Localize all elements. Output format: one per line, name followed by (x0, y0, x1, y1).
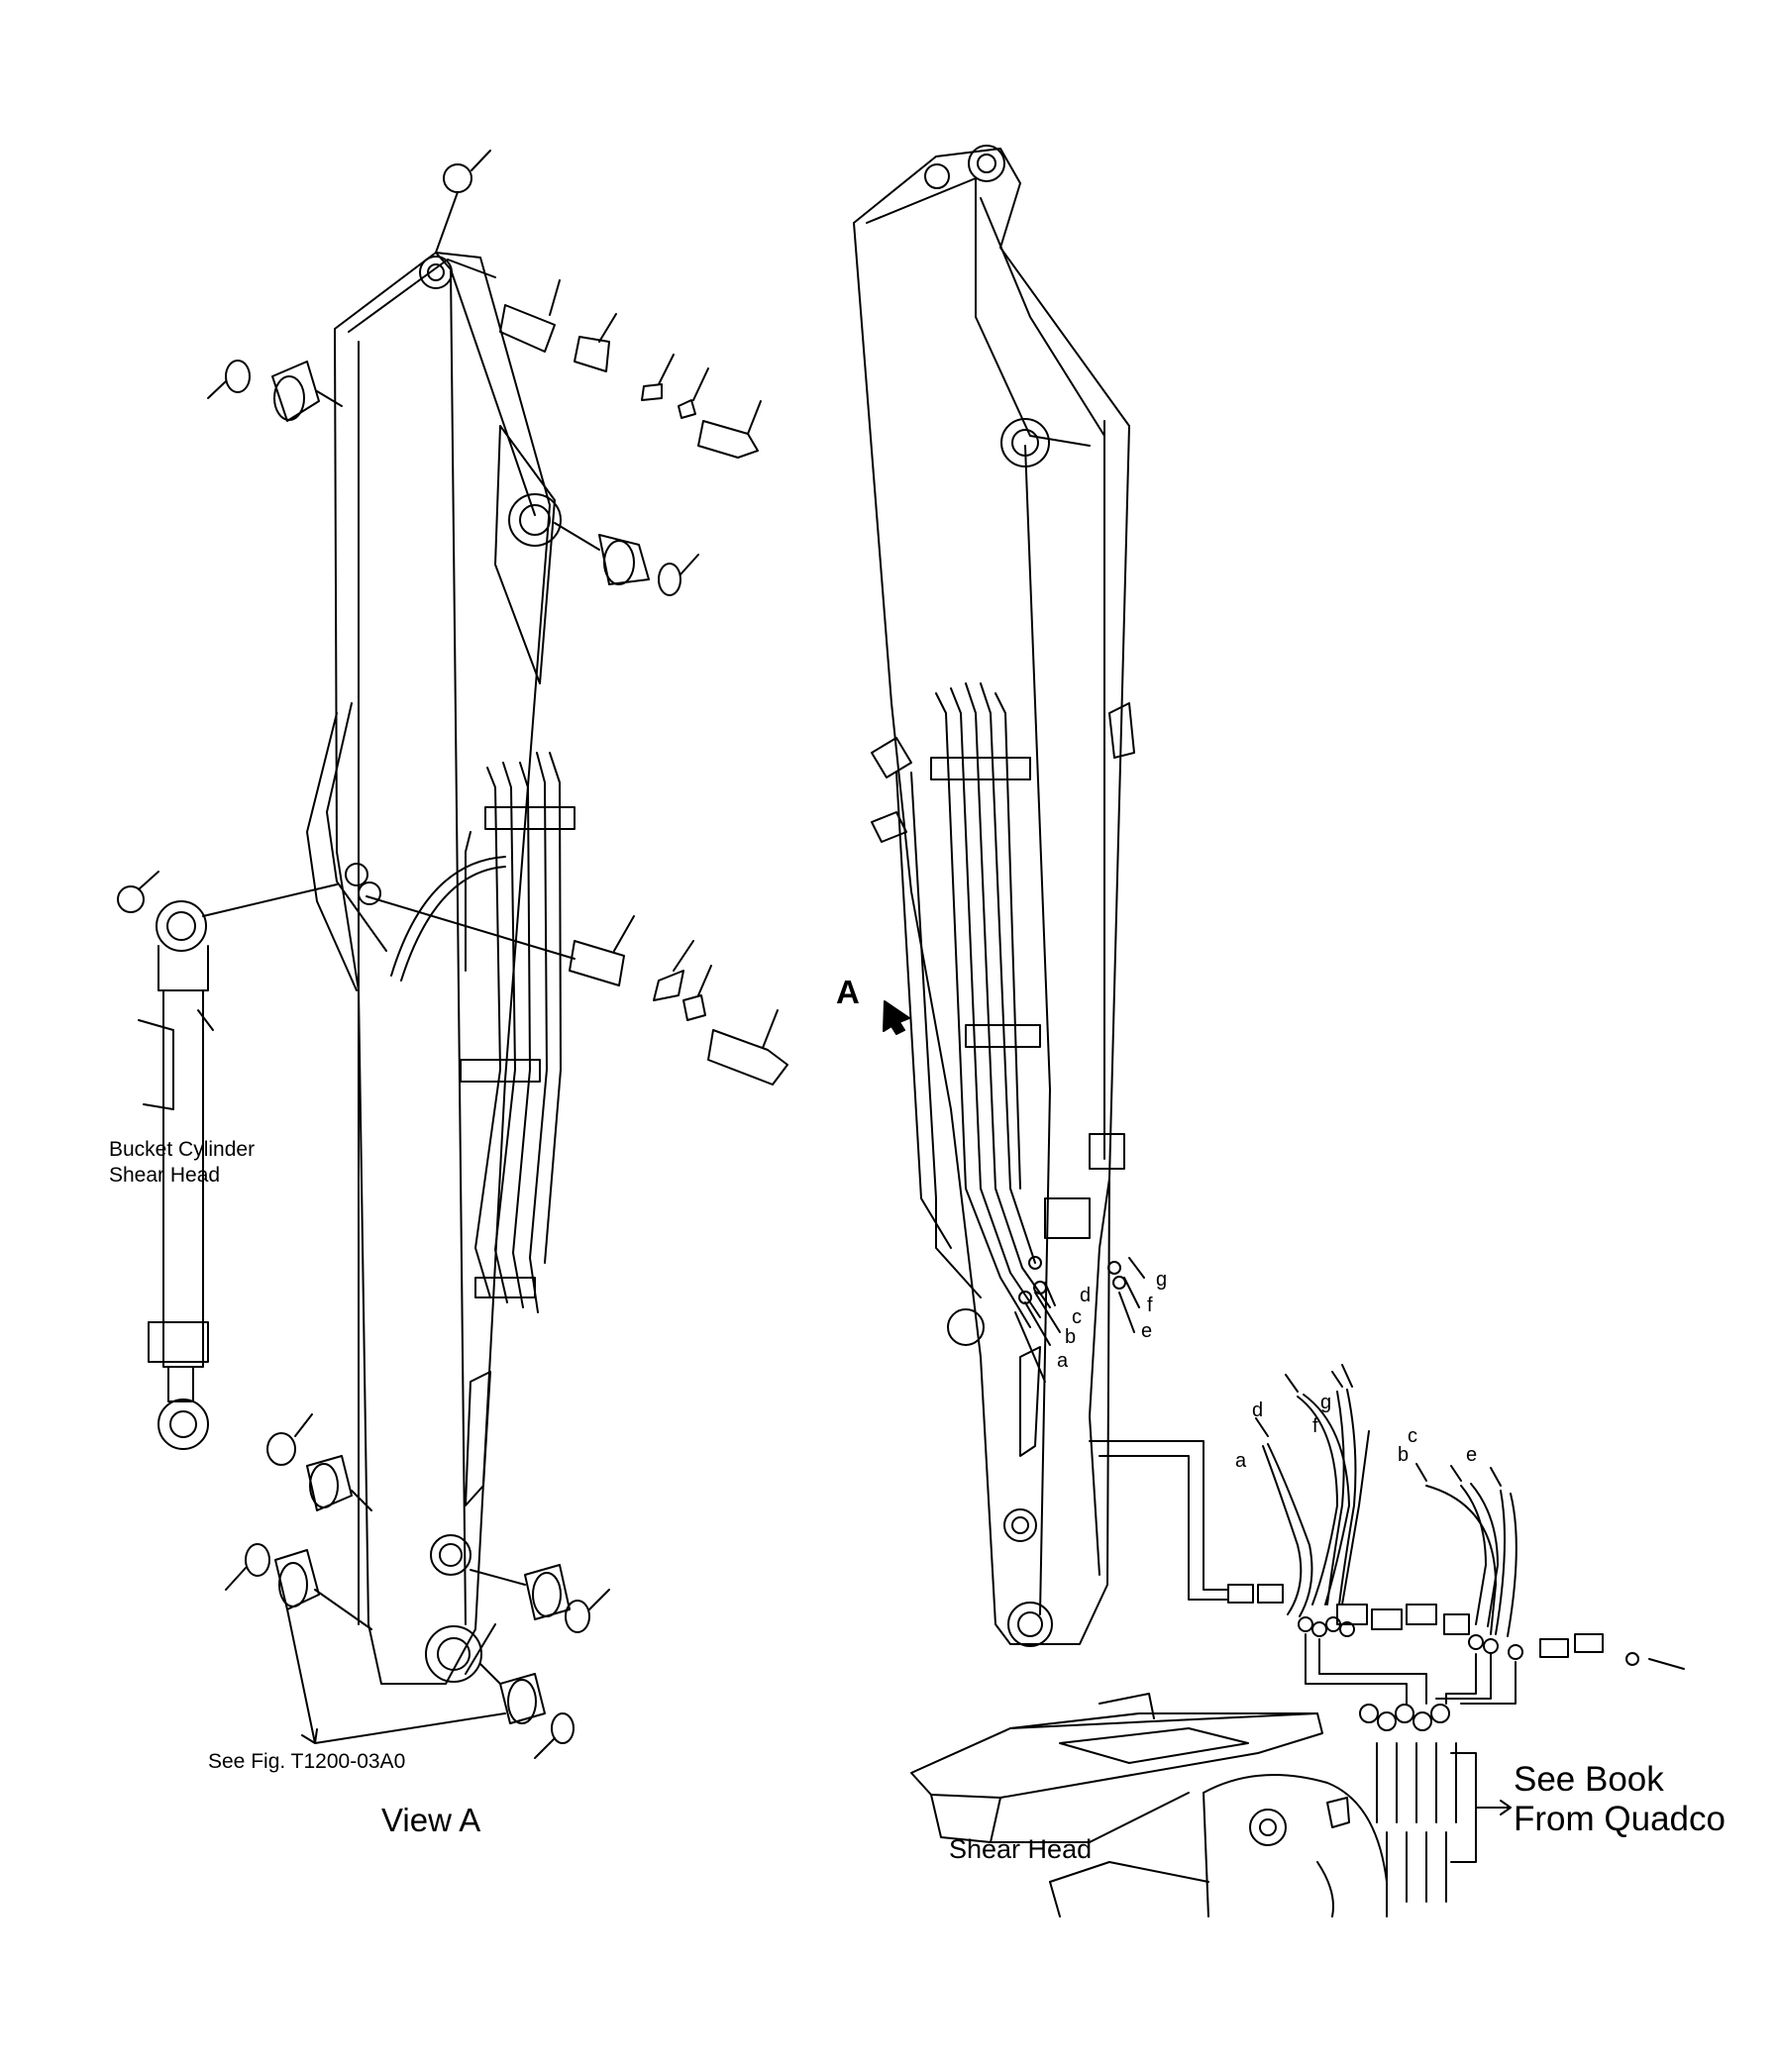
right-arm-body (853, 148, 1130, 1645)
upper-left-bushing (271, 361, 320, 422)
lower-pin-hole (430, 1534, 471, 1576)
hose-route-lines (1089, 1440, 1229, 1591)
top-pin-hole (419, 256, 453, 289)
cylinder-ring (117, 885, 145, 913)
arm-hose-letter-f: f (1147, 1295, 1153, 1316)
see-fig-label: See Fig. T1200-03A0 (208, 1750, 406, 1773)
lower-ring-3 (565, 1600, 590, 1633)
detail-hose-letter-b: b (1398, 1444, 1410, 1466)
right-cylinder-end (947, 1308, 985, 1346)
arrow-a-label: A (836, 974, 860, 1010)
end-pin-hole (425, 1625, 482, 1683)
detail-hose-letter-e: e (1466, 1444, 1478, 1466)
lower-bushing-3 (524, 1564, 571, 1620)
see-book-label-line2: From Quadco (1514, 1800, 1726, 1838)
detail-hose-letter-a: a (1235, 1450, 1247, 1472)
right-arm-pipes (935, 692, 1031, 1328)
middle-bushing (598, 534, 650, 585)
lower-ring-4 (551, 1712, 575, 1744)
detail-hose-letter-d: d (1252, 1399, 1264, 1421)
upper-boss-hole (508, 493, 562, 547)
shear-head-label: Shear Head (949, 1834, 1093, 1864)
middle-bolt (707, 1029, 788, 1086)
right-end-pin (1007, 1602, 1053, 1647)
detail-hose-letter-f: f (1312, 1415, 1318, 1437)
detail-hose-letter-g: g (1320, 1392, 1332, 1413)
left-arm-view-a (207, 150, 788, 1685)
arm-hose-letter-c: c (1072, 1306, 1082, 1328)
lower-bushing-1 (306, 1455, 353, 1511)
view-a-arrow (883, 1000, 910, 1035)
shear-head (910, 1693, 1388, 1917)
bucket-pivot-hole (345, 863, 368, 886)
upper-left-ring (225, 360, 251, 393)
right-lower-pin (1003, 1508, 1037, 1542)
shear-head-frame (910, 1712, 1323, 1799)
bucket-cylinder-label-line2: Shear Head (109, 1164, 221, 1187)
arm-hose-letter-a: a (1057, 1350, 1069, 1372)
right-arm (853, 145, 1145, 1647)
cylinder-tube (162, 989, 204, 1368)
lower-bushing-2 (274, 1549, 320, 1610)
top-ring (443, 163, 472, 193)
lower-ring-2 (245, 1543, 270, 1577)
left-arm-body (334, 252, 551, 1685)
middle-pin (569, 940, 625, 986)
lower-bushing-4 (499, 1673, 546, 1724)
lower-ring-1 (266, 1432, 296, 1466)
arm-hose-letter-g: g (1156, 1269, 1168, 1291)
upper-bolt (697, 420, 759, 459)
hose-detail (1227, 1364, 1685, 1903)
bucket-cylinder-label-line1: Bucket Cylinder (109, 1138, 256, 1161)
view-a-title: View A (381, 1802, 481, 1838)
upper-pin (499, 304, 556, 353)
arm-hose-letter-e: e (1141, 1320, 1153, 1342)
right-boss (1000, 418, 1050, 467)
arm-hose-letter-b: b (1065, 1326, 1077, 1348)
lower-parts (225, 1413, 610, 1759)
arm-hose-letter-d: d (1080, 1285, 1092, 1306)
bucket-cylinder (117, 871, 338, 1450)
right-top-pin (968, 145, 1005, 182)
detail-hose-letter-c: c (1408, 1425, 1417, 1447)
see-book-label-line1: See Book (1514, 1760, 1664, 1799)
left-arm-hydraulic-pipes (474, 767, 501, 1298)
